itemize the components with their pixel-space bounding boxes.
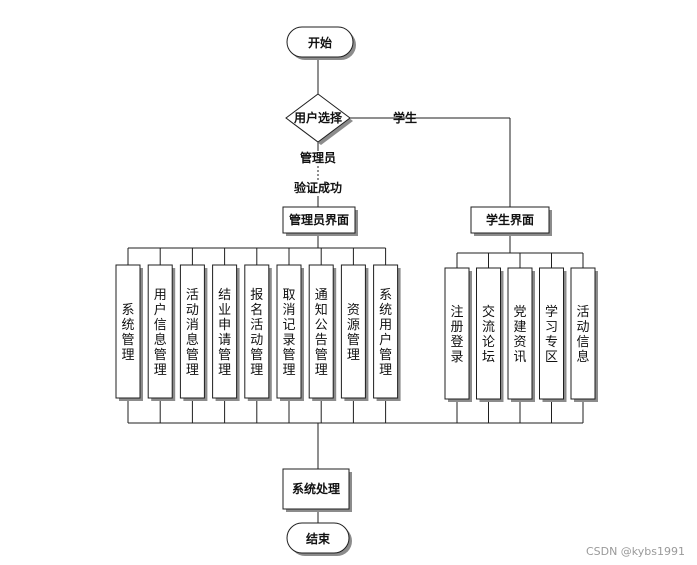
student-module-label-1: 注册登录	[450, 305, 463, 365]
watermark: CSDN @kybs1991	[586, 545, 685, 558]
admin-module-label-1: 系统管理	[121, 303, 134, 363]
student-edge-label: 学生	[393, 110, 417, 125]
start-terminal: 开始	[286, 26, 356, 60]
user-choice-decision: 用户选择	[285, 93, 353, 145]
decision-label: 用户选择	[293, 110, 343, 125]
student-module-4: 学习专区	[539, 253, 567, 423]
admin-module-label-5: 报名活动管理	[250, 288, 263, 378]
admin-module-label-8: 资源管理	[347, 303, 360, 363]
admin-module-label-9: 系统用户管理	[379, 288, 392, 378]
student-module-5: 活动信息	[570, 253, 598, 423]
admin-module-label-7: 通知公告管理	[315, 288, 328, 378]
admin-module-7: 通知公告管理	[308, 248, 337, 423]
student-module-2: 交流论坛	[476, 253, 504, 423]
admin-module-label-2: 用户信息管理	[154, 288, 167, 378]
admin-module-5: 报名活动管理	[244, 248, 272, 423]
system-process-box: 系统处理	[282, 468, 352, 512]
admin-module-3: 活动消息管理	[179, 248, 208, 423]
student-interface-box: 学生界面	[470, 206, 552, 236]
admin-interface-box: 管理员界面	[282, 206, 358, 236]
system-process-label: 系统处理	[292, 481, 340, 496]
student-module-label-3: 党建资讯	[513, 305, 526, 365]
admin-module-8: 资源管理	[340, 248, 369, 423]
admin-module-2: 用户信息管理	[147, 248, 176, 423]
student-module-label-2: 交流论坛	[482, 304, 495, 365]
admin-module-1: 系统管理	[115, 248, 143, 423]
admin-module-label-4: 结业申请管理	[218, 288, 231, 378]
admin-module-label-6: 取消记录管理	[282, 288, 295, 378]
admin-module-9: 系统用户管理	[373, 248, 401, 423]
student-module-label-5: 活动信息	[576, 305, 589, 365]
student-interface-label: 学生界面	[486, 212, 534, 227]
student-module-3: 党建资讯	[507, 253, 535, 423]
admin-edge-label: 管理员	[300, 150, 336, 165]
student-module-label-4: 学习专区	[545, 304, 558, 365]
admin-modules-group: 系统管理 用户信息管理 活动消息管理 结业申请管理 报名活动管理 取消记录管理 通知公告管理…	[115, 247, 401, 423]
admin-module-label-3: 活动消息管理	[186, 288, 199, 378]
admin-module-6: 取消记录管理	[276, 248, 304, 423]
end-terminal: 结束	[286, 522, 352, 556]
verify-edge-label: 验证成功	[294, 180, 342, 195]
admin-module-4: 结业申请管理	[212, 248, 240, 423]
end-label: 结束	[306, 531, 331, 546]
start-label: 开始	[308, 35, 332, 50]
student-modules-group: 注册登录 交流论坛 党建资讯 学习专区 活动信息	[444, 252, 598, 423]
student-module-1: 注册登录	[444, 253, 472, 423]
admin-interface-label: 管理员界面	[289, 212, 349, 227]
